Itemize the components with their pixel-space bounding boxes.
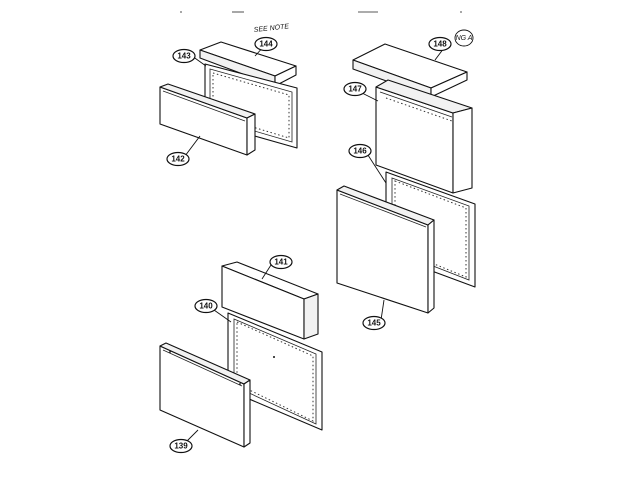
svg-text:139: 139 xyxy=(174,442,188,451)
callout-146: 146 xyxy=(348,143,372,159)
leader-lines xyxy=(184,43,448,443)
part-145-panel xyxy=(336,185,435,314)
svg-text:148: 148 xyxy=(433,40,447,49)
svg-text:147: 147 xyxy=(348,85,362,94)
svg-text:146: 146 xyxy=(353,147,367,156)
svg-text:143: 143 xyxy=(177,52,191,61)
part-147-cabinet-box xyxy=(375,79,473,194)
svg-text:144: 144 xyxy=(259,40,273,49)
part-141-box xyxy=(221,261,319,340)
part-139-panel xyxy=(159,342,251,448)
part-140-frame xyxy=(227,312,323,431)
svg-text:NG A: NG A xyxy=(456,35,473,42)
callout-145: 145 xyxy=(362,315,386,331)
callout-141: 141 xyxy=(269,254,293,270)
callout-142: 142 xyxy=(166,151,190,167)
svg-text:141: 141 xyxy=(274,258,288,267)
handwritten-tag: NG A xyxy=(454,29,474,47)
callout-143: 143 xyxy=(172,48,196,64)
callout-139: 139 xyxy=(169,438,193,454)
callout-140: 140 xyxy=(194,298,218,314)
part-142-panel xyxy=(159,83,256,156)
svg-text:145: 145 xyxy=(367,319,381,328)
callout-144: 144 xyxy=(254,36,278,52)
callout-147: 147 xyxy=(343,81,367,97)
svg-text:142: 142 xyxy=(171,155,185,164)
see-note-label: SEE NOTE xyxy=(253,23,289,34)
svg-text:140: 140 xyxy=(199,302,213,311)
callout-148: 148 xyxy=(428,36,452,52)
